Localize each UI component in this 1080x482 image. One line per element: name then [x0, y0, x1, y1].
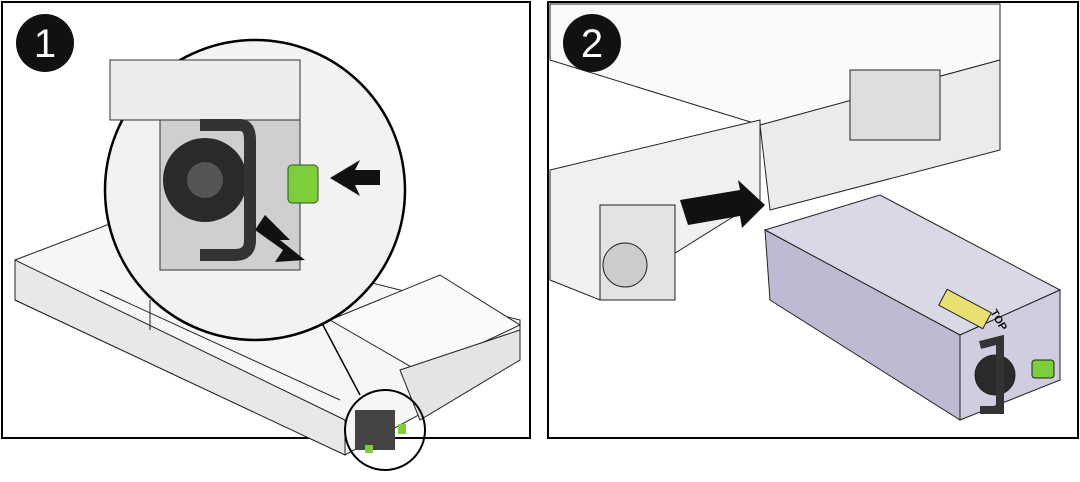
server-rear [549, 3, 1001, 301]
step-1-badge [16, 14, 74, 72]
psu-handle [200, 119, 256, 261]
step-1-panel: 1 [1, 1, 531, 471]
psu-latch [1031, 359, 1055, 379]
detail-magnifier [103, 38, 407, 396]
psu-connector [938, 288, 992, 330]
psu-location-callout [344, 389, 426, 471]
step-2-panel: TOP 2 [547, 1, 1079, 439]
power-supply-unit [763, 194, 1062, 421]
step-1-number: 1 [34, 22, 56, 66]
pull-arrow [255, 215, 305, 262]
step-2-number: 2 [581, 22, 603, 66]
release-latch [287, 164, 319, 204]
press-arrow [330, 160, 380, 196]
step-2-badge [563, 14, 621, 72]
psu-fan-icon [974, 354, 1016, 396]
pull-out-arrow [680, 180, 765, 228]
psu-handle [979, 334, 1004, 414]
